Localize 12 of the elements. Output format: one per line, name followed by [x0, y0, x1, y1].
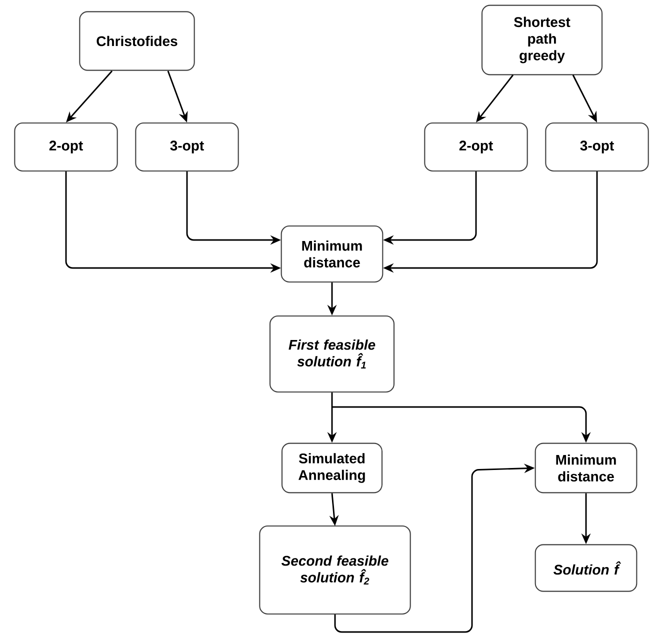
process-box: Second feasible solution f̂$_{2}$ — [259, 525, 411, 615]
process-box: First feasible solution f̂$_{1}$ — [269, 315, 395, 393]
process-box: Shortest path greedy — [481, 4, 603, 76]
process-box: Minimum distance — [534, 442, 638, 494]
process-box: 3-opt — [135, 122, 239, 172]
process-box: 3-opt — [545, 122, 649, 172]
process-box: Minimum distance — [280, 225, 384, 283]
process-box: Christofides — [79, 11, 195, 71]
process-box: 2-opt — [14, 122, 118, 172]
process-box: 2-opt — [424, 122, 528, 172]
process-box: Solution f̂ — [534, 544, 638, 592]
process-box: Simulated Annealing — [281, 442, 383, 494]
